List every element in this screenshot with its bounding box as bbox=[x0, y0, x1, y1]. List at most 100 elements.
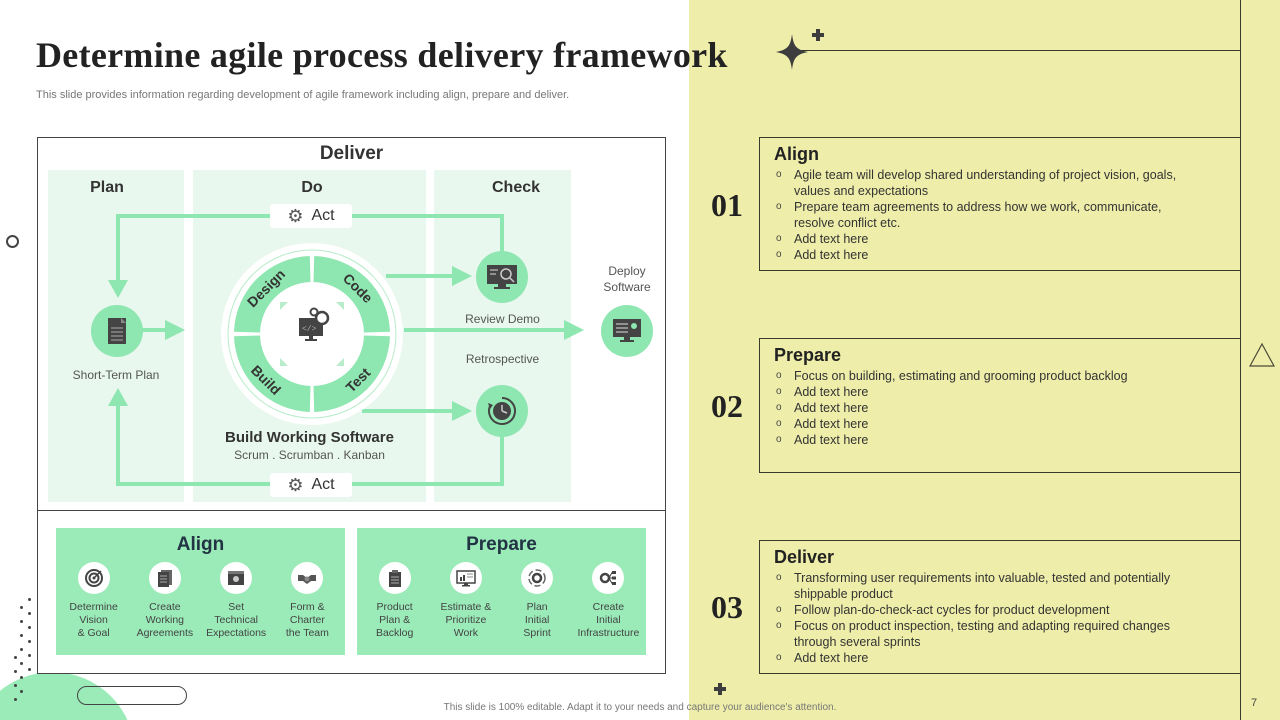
decorative-dot bbox=[20, 648, 23, 651]
card-number: 01 bbox=[711, 187, 743, 223]
ring-icon bbox=[6, 235, 19, 248]
decorative-dot bbox=[28, 640, 31, 643]
vertical-rule bbox=[1240, 0, 1241, 720]
card-number: 02 bbox=[711, 388, 743, 424]
align-phase-title: Align bbox=[176, 534, 225, 555]
card-bullet: Follow plan-do-check-act cycles for prod… bbox=[774, 602, 1194, 618]
title-rule bbox=[800, 50, 1240, 51]
monitor-settings-icon bbox=[613, 319, 641, 342]
decorative-dot bbox=[28, 626, 31, 629]
decorative-dot bbox=[14, 656, 17, 659]
decorative-dot bbox=[28, 654, 31, 657]
card-bullet: Add text here bbox=[774, 650, 1194, 666]
short-term-plan-node bbox=[91, 305, 143, 357]
check-column-label: Check bbox=[491, 179, 541, 196]
review-demo-node bbox=[476, 251, 528, 303]
decorative-dot bbox=[14, 670, 17, 673]
review-demo-label: Review Demo bbox=[465, 312, 540, 326]
deploy-software-label-line1: Deploy bbox=[608, 264, 646, 278]
card-number: 03 bbox=[711, 589, 743, 625]
card-bullet: Add text here bbox=[774, 416, 1194, 432]
prepare-card: Prepare Focus on building, estimating an… bbox=[759, 338, 1241, 473]
prepare-phase-box: Prepare Product Plan & Backlog Estimate &… bbox=[357, 528, 646, 655]
phase-item: Form & Charter the Team bbox=[272, 562, 343, 640]
gear-cycle-icon bbox=[521, 562, 554, 594]
card-bullet: Add text here bbox=[774, 231, 1194, 247]
decorative-dot bbox=[28, 668, 31, 671]
prepare-phase-title: Prepare bbox=[466, 534, 537, 555]
card-bullet: Add text here bbox=[774, 247, 1194, 263]
decorative-dot bbox=[14, 684, 17, 687]
monitor-search-icon bbox=[487, 265, 517, 289]
phase-item-label: Create Working Agreements bbox=[136, 601, 194, 639]
cycle-segment-test bbox=[313, 335, 390, 412]
page-number: 7 bbox=[1251, 697, 1258, 709]
card-title: Align bbox=[774, 144, 819, 164]
slide-subtitle: This slide provides information regardin… bbox=[36, 89, 570, 101]
phase-item: Create Initial Infrastructure bbox=[573, 562, 644, 640]
deploy-software-label-line2: Software bbox=[603, 280, 651, 294]
clock-icon bbox=[488, 397, 516, 425]
card-bullets: Transforming user requirements into valu… bbox=[774, 570, 1227, 666]
card-title: Deliver bbox=[774, 547, 835, 567]
card-bullet: Add text here bbox=[774, 384, 1194, 400]
cycle-segment-build bbox=[234, 335, 311, 412]
phase-item-label: Product Plan & Backlog bbox=[375, 601, 414, 639]
decorative-dot bbox=[28, 598, 31, 601]
phase-item-label: Form & Charter the Team bbox=[285, 601, 329, 639]
phase-item: Determine Vision & Goal bbox=[58, 562, 129, 640]
act-bottom-label: Act bbox=[311, 476, 335, 493]
card-bullet: Agile team will develop shared understan… bbox=[774, 167, 1194, 199]
clipboard-icon bbox=[378, 562, 411, 594]
frame-divider bbox=[37, 510, 666, 511]
retrospective-node bbox=[476, 385, 528, 437]
align-card: Align Agile team will develop shared und… bbox=[759, 137, 1241, 271]
phase-item-label: Estimate & Prioritize Work bbox=[440, 601, 492, 639]
decorative-dot bbox=[20, 690, 23, 693]
phase-item: Create Working Agreements bbox=[129, 562, 200, 640]
card-bullet: Add text here bbox=[774, 432, 1194, 448]
browser-gear-icon bbox=[220, 562, 253, 594]
decorative-pill-outline bbox=[77, 686, 187, 705]
card-bullet: Add text here bbox=[774, 400, 1194, 416]
short-term-plan-label: Short-Term Plan bbox=[72, 368, 160, 382]
plan-column-label: Plan bbox=[90, 179, 124, 196]
gear-icon: ⚙ bbox=[287, 475, 304, 495]
decorative-dot bbox=[20, 606, 23, 609]
gear-icon: ⚙ bbox=[287, 206, 304, 226]
cycle-segment-design bbox=[234, 256, 311, 333]
card-bullets: Focus on building, estimating and groomi… bbox=[774, 368, 1227, 448]
plus-icon bbox=[812, 29, 824, 41]
card-bullets: Agile team will develop shared understan… bbox=[774, 167, 1227, 263]
sparkle-icon bbox=[776, 34, 808, 70]
retrospective-label: Retrospective bbox=[465, 352, 540, 366]
document-icon bbox=[108, 318, 126, 344]
act-top-pill: ⚙ Act bbox=[270, 204, 352, 228]
phase-item-label: Set Technical Expectations bbox=[206, 601, 267, 639]
plus-icon bbox=[714, 683, 726, 695]
act-bottom-pill: ⚙ Act bbox=[270, 473, 352, 497]
do-column-label: Do bbox=[301, 179, 323, 196]
build-working-software-methods: Scrum . Scrumban . Kanban bbox=[234, 448, 385, 462]
svg-text:</>: </> bbox=[302, 325, 317, 334]
monitor-chart-icon bbox=[449, 562, 482, 594]
decorative-dot bbox=[20, 676, 23, 679]
deliver-card: Deliver Transforming user requirements i… bbox=[759, 540, 1241, 674]
network-gear-icon bbox=[592, 562, 625, 594]
card-bullet: Transforming user requirements into valu… bbox=[774, 570, 1194, 602]
slide-title: Determine agile process delivery framewo… bbox=[36, 35, 728, 75]
diagram-title: Deliver bbox=[319, 143, 384, 164]
cycle-segment-code bbox=[313, 256, 390, 333]
phase-item: Plan Initial Sprint bbox=[502, 562, 573, 640]
phase-item: Estimate & Prioritize Work bbox=[430, 562, 501, 640]
card-bullet: Prepare team agreements to address how w… bbox=[774, 199, 1194, 231]
code-monitor-gear-icon: </> bbox=[299, 307, 330, 341]
handshake-icon bbox=[291, 562, 324, 594]
decorative-dot bbox=[28, 612, 31, 615]
card-bullet: Focus on product inspection, testing and… bbox=[774, 618, 1194, 650]
target-icon bbox=[77, 562, 110, 594]
decorative-dot bbox=[20, 620, 23, 623]
prepare-phase-items: Product Plan & Backlog Estimate & Priorit… bbox=[357, 562, 646, 640]
